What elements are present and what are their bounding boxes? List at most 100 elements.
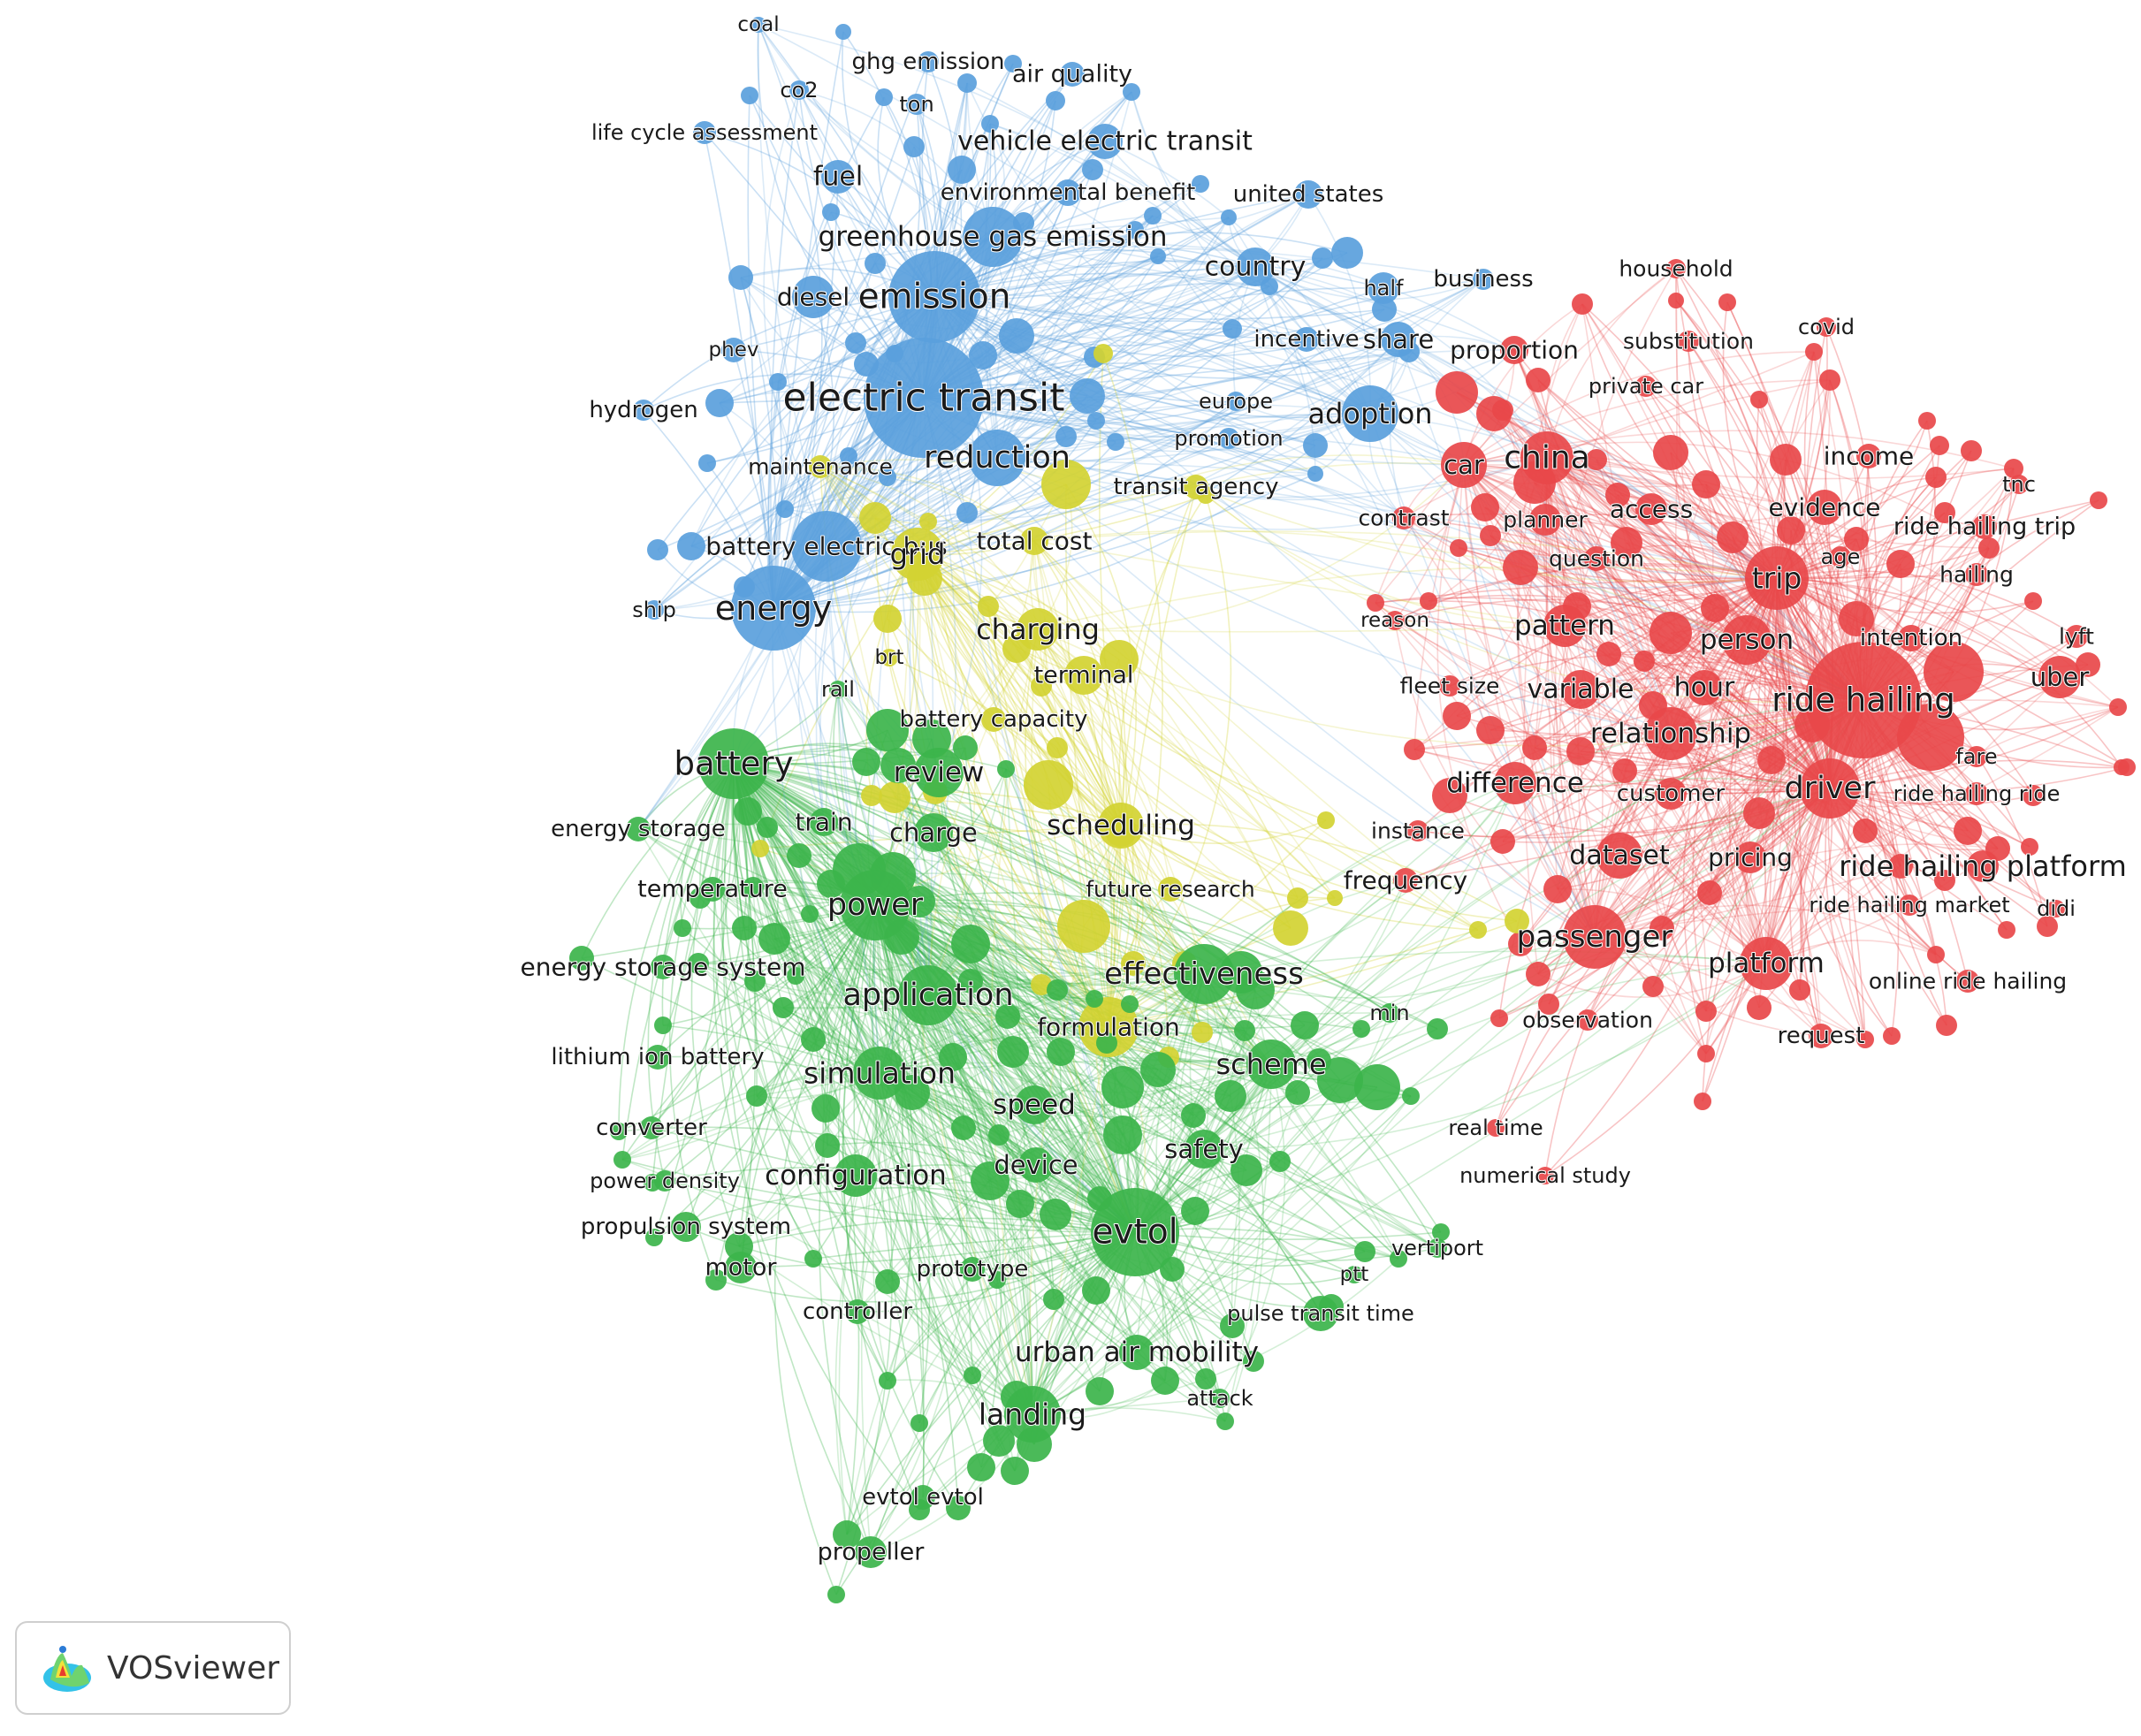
network-node[interactable] xyxy=(833,1520,861,1549)
term-label-platform[interactable]: platform xyxy=(1707,947,1825,980)
term-label-vehicle-electric-transit[interactable]: vehicle electric transit xyxy=(956,126,1253,158)
network-node[interactable] xyxy=(1126,221,1144,239)
term-label-difference[interactable]: difference xyxy=(1445,766,1585,800)
term-label-emission[interactable]: emission xyxy=(857,277,1012,318)
network-node[interactable] xyxy=(1471,493,1499,522)
term-label-real-time[interactable]: real time xyxy=(1447,1115,1543,1141)
network-node[interactable] xyxy=(1057,900,1110,953)
network-node[interactable] xyxy=(997,1036,1029,1068)
network-node[interactable] xyxy=(1352,1020,1370,1038)
term-label-tnc[interactable]: tnc xyxy=(2001,471,2037,498)
network-node[interactable] xyxy=(1303,433,1328,458)
network-node[interactable] xyxy=(1965,563,1988,586)
network-node[interactable] xyxy=(698,728,769,799)
term-label-customer[interactable]: customer xyxy=(1616,780,1726,808)
network-node[interactable] xyxy=(1216,1412,1234,1430)
term-label-proportion[interactable]: proportion xyxy=(1449,335,1580,366)
network-node[interactable] xyxy=(1432,778,1467,813)
network-node[interactable] xyxy=(757,817,778,838)
network-node[interactable] xyxy=(651,955,675,979)
network-node[interactable] xyxy=(1380,1003,1399,1023)
network-node[interactable] xyxy=(997,760,1015,778)
network-node[interactable] xyxy=(1174,944,1234,1004)
term-label-transit-agency[interactable]: transit agency xyxy=(1112,473,1279,501)
network-node[interactable] xyxy=(1354,1064,1400,1110)
term-label-future-research[interactable]: future research xyxy=(1085,876,1256,903)
term-label-attack[interactable]: attack xyxy=(1185,1385,1253,1412)
network-node[interactable] xyxy=(1490,1009,1508,1027)
term-label-temperature[interactable]: temperature xyxy=(636,875,789,904)
network-node[interactable] xyxy=(845,1299,870,1324)
network-node[interactable] xyxy=(1830,546,1851,567)
network-node[interactable] xyxy=(914,748,964,797)
network-node[interactable] xyxy=(1692,470,1720,499)
term-label-phev[interactable]: phev xyxy=(708,338,760,362)
network-node[interactable] xyxy=(852,748,880,776)
network-node[interactable] xyxy=(1596,833,1642,879)
term-label-reason[interactable]: reason xyxy=(1360,608,1430,633)
network-node[interactable] xyxy=(1354,1241,1375,1262)
term-label-country[interactable]: country xyxy=(1204,251,1307,284)
network-node[interactable] xyxy=(1107,433,1124,451)
network-node[interactable] xyxy=(939,1043,967,1071)
term-label-request[interactable]: request xyxy=(1777,1022,1866,1050)
network-node[interactable] xyxy=(1040,1199,1071,1230)
network-node[interactable] xyxy=(835,24,851,40)
network-node[interactable] xyxy=(1954,817,1982,845)
term-label-instance[interactable]: instance xyxy=(1370,818,1466,845)
network-node[interactable] xyxy=(751,840,769,857)
term-label-hour[interactable]: hour xyxy=(1673,672,1736,704)
network-node[interactable] xyxy=(981,707,1006,732)
network-node[interactable] xyxy=(1024,760,1073,810)
term-label-landing[interactable]: landing xyxy=(978,1397,1087,1433)
network-node[interactable] xyxy=(946,1496,971,1520)
term-label-formulation[interactable]: formulation xyxy=(1036,1012,1181,1043)
network-node[interactable] xyxy=(815,1133,840,1158)
term-label-device[interactable]: device xyxy=(993,1149,1078,1181)
network-node[interactable] xyxy=(787,843,811,868)
network-node[interactable] xyxy=(1956,970,1979,993)
network-node[interactable] xyxy=(903,136,925,157)
network-node[interactable] xyxy=(1930,436,1949,455)
network-node[interactable] xyxy=(1150,248,1166,264)
network-node[interactable] xyxy=(2009,475,2029,494)
network-node[interactable] xyxy=(1584,546,1609,571)
network-node[interactable] xyxy=(873,605,902,633)
term-label-energy-storage-system[interactable]: energy storage system xyxy=(520,952,807,983)
network-node[interactable] xyxy=(1226,392,1246,411)
network-node[interactable] xyxy=(1777,516,1805,544)
network-node[interactable] xyxy=(698,454,716,472)
network-node[interactable] xyxy=(1020,527,1048,555)
network-node[interactable] xyxy=(880,748,916,783)
network-node[interactable] xyxy=(1246,1039,1296,1089)
network-node[interactable] xyxy=(1402,1087,1420,1105)
network-node[interactable] xyxy=(1055,179,1081,206)
network-node[interactable] xyxy=(1856,444,1881,468)
network-node[interactable] xyxy=(1439,675,1460,697)
network-node[interactable] xyxy=(888,251,980,343)
term-label-ton[interactable]: ton xyxy=(898,91,934,118)
network-node[interactable] xyxy=(1091,1188,1179,1276)
network-node[interactable] xyxy=(1961,440,1982,461)
term-label-propeller[interactable]: propeller xyxy=(817,1538,926,1567)
term-label-total-cost[interactable]: total cost xyxy=(975,526,1093,557)
term-label-battery[interactable]: battery xyxy=(673,744,794,784)
network-node[interactable] xyxy=(1635,376,1657,397)
term-label-household[interactable]: household xyxy=(1618,255,1733,283)
network-node[interactable] xyxy=(1800,758,1860,819)
network-node[interactable] xyxy=(1572,293,1593,315)
network-node[interactable] xyxy=(677,532,705,560)
network-node[interactable] xyxy=(2023,785,2044,806)
network-node[interactable] xyxy=(1809,1024,1833,1048)
network-node[interactable] xyxy=(827,1586,845,1603)
network-node[interactable] xyxy=(2076,652,2100,677)
term-label-lyft[interactable]: lyft xyxy=(2058,623,2095,651)
term-label-fleet-size[interactable]: fleet size xyxy=(1399,673,1501,700)
network-node[interactable] xyxy=(910,1414,928,1432)
network-node[interactable] xyxy=(1220,1313,1245,1338)
network-node[interactable] xyxy=(1596,642,1621,666)
network-node[interactable] xyxy=(1342,385,1398,442)
network-node[interactable] xyxy=(1303,1296,1338,1331)
network-node[interactable] xyxy=(1287,887,1308,909)
term-label-diesel[interactable]: diesel xyxy=(776,282,850,313)
